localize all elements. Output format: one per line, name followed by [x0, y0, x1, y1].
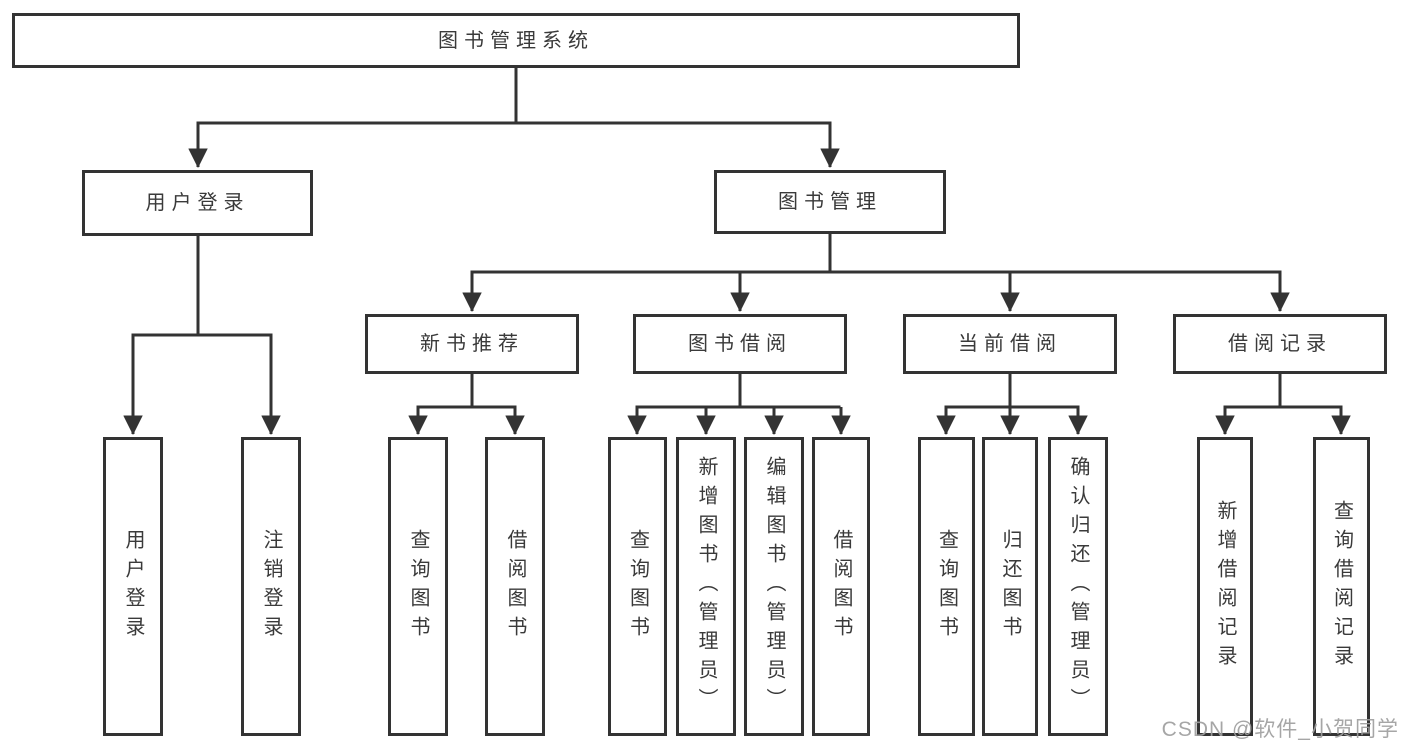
csdn-watermark: CSDN @软件_小贺同学 — [1161, 718, 1399, 741]
node-current-borrow: 当前借阅 — [903, 314, 1117, 374]
leaf-logout: 注销登录 — [241, 437, 301, 736]
node-borrow-records: 借阅记录 — [1173, 314, 1387, 374]
leaf-borrow-book-1: 借阅图书 — [485, 437, 545, 736]
node-book-management: 图书管理 — [714, 170, 946, 234]
leaf-query-book-1: 查询图书 — [388, 437, 448, 736]
leaf-add-book-admin: 新增图书（管理员） — [676, 437, 736, 736]
leaf-borrow-book-2: 借阅图书 — [812, 437, 870, 736]
leaf-add-borrow-record: 新增借阅记录 — [1197, 437, 1253, 736]
node-book-borrow: 图书借阅 — [633, 314, 847, 374]
leaf-query-borrow-record: 查询借阅记录 — [1313, 437, 1370, 736]
leaf-confirm-return-admin: 确认归还（管理员） — [1048, 437, 1108, 736]
leaf-edit-book-admin: 编辑图书（管理员） — [744, 437, 804, 736]
leaf-return-book: 归还图书 — [982, 437, 1038, 736]
node-new-book-recommend: 新书推荐 — [365, 314, 579, 374]
leaf-query-book-2: 查询图书 — [608, 437, 667, 736]
connector-arrows — [123, 123, 1351, 435]
leaf-user-login: 用户登录 — [103, 437, 163, 736]
node-user-login: 用户登录 — [82, 170, 313, 236]
node-root: 图书管理系统 — [12, 13, 1020, 68]
leaf-query-book-3: 查询图书 — [918, 437, 975, 736]
connector-trunks — [131, 68, 1343, 409]
